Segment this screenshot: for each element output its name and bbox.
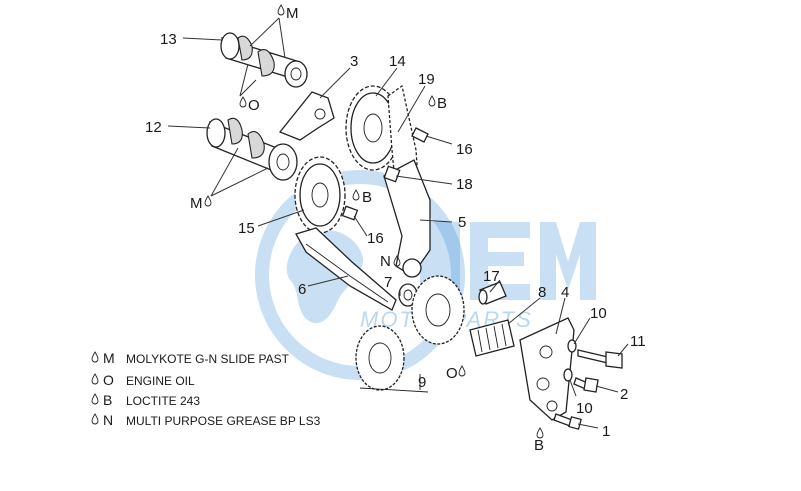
- marker-b-top: B: [437, 95, 447, 112]
- callout-12: 12: [145, 119, 162, 136]
- bolt-11: [577, 349, 623, 369]
- callout-19: 19: [418, 71, 435, 88]
- drop-icon: [393, 255, 401, 267]
- needle-bearing-8: [469, 319, 515, 357]
- drop-icon: [91, 393, 99, 405]
- legend-text: MULTI PURPOSE GREASE BP LS3: [126, 414, 321, 428]
- callout-8: 8: [538, 284, 546, 301]
- camshaft-12: [206, 117, 298, 181]
- callout-16-lower: 16: [367, 230, 384, 247]
- drop-icon: [458, 365, 466, 377]
- callout-10-upper: 10: [590, 305, 607, 322]
- legend: M MOLYKOTE G-N SLIDE PAST O ENGINE OIL B…: [91, 350, 321, 428]
- marker-b-low: B: [534, 437, 544, 454]
- drop-icon: [536, 427, 544, 439]
- support-plate-4: [519, 317, 575, 421]
- compound-markers: M O B M B N O B: [190, 5, 544, 454]
- callout-9: 9: [418, 374, 426, 391]
- drop-icon: [277, 4, 285, 16]
- legend-text: LOCTITE 243: [126, 394, 200, 408]
- legend-symbol: N: [103, 412, 113, 428]
- callout-6: 6: [298, 281, 306, 298]
- legend-row: O ENGINE OIL: [91, 372, 195, 388]
- callout-11: 11: [630, 333, 646, 350]
- chain-tensioner-5: [383, 159, 431, 278]
- callout-3: 3: [350, 53, 358, 70]
- sprocket-14: [345, 85, 401, 171]
- callout-18: 18: [456, 176, 473, 193]
- marker-b-mid: B: [362, 189, 372, 206]
- gear-9: [355, 275, 465, 393]
- camshaft-13: [220, 32, 308, 88]
- marker-o-top: O: [248, 97, 260, 114]
- legend-symbol: B: [103, 392, 112, 408]
- bolt-2: [573, 377, 599, 393]
- marker-n-mid: N: [380, 253, 391, 270]
- callout-17: 17: [483, 268, 500, 285]
- drop-icon: [352, 189, 360, 201]
- drop-icon: [204, 195, 212, 207]
- marker-m-left: M: [190, 195, 203, 212]
- legend-text: ENGINE OIL: [126, 374, 195, 388]
- callout-4: 4: [561, 284, 569, 301]
- screw-16-upper: [411, 127, 429, 143]
- callout-10-lower: 10: [576, 400, 593, 417]
- callout-13: 13: [160, 31, 177, 48]
- chain-guide-6: [295, 227, 397, 311]
- sprocket-15: [294, 156, 346, 234]
- callout-14: 14: [389, 53, 406, 70]
- legend-text: MOLYKOTE G-N SLIDE PAST: [126, 352, 290, 366]
- drop-icon: [239, 96, 247, 108]
- drop-icons: [204, 4, 544, 439]
- marker-m-top: M: [286, 5, 299, 22]
- drop-icon: [91, 413, 99, 425]
- legend-row: N MULTI PURPOSE GREASE BP LS3: [91, 412, 321, 428]
- leader-lines: [167, 17, 629, 429]
- callout-15: 15: [238, 220, 255, 237]
- callout-2: 2: [620, 386, 628, 403]
- bushing-17: [478, 281, 507, 305]
- legend-symbol: M: [103, 350, 115, 366]
- washer-10-upper: [567, 339, 577, 353]
- callout-5: 5: [458, 214, 466, 231]
- drop-icon: [91, 351, 99, 363]
- washer-10-lower: [563, 368, 573, 382]
- callout-1: 1: [602, 423, 610, 440]
- rocker-arm-3: [278, 91, 335, 141]
- legend-symbol: O: [103, 372, 114, 388]
- callout-16-upper: 16: [456, 141, 473, 158]
- drop-icon: [428, 95, 436, 107]
- legend-row: M MOLYKOTE G-N SLIDE PAST: [91, 350, 290, 366]
- bolt-1: [553, 413, 582, 430]
- legend-row: B LOCTITE 243: [91, 392, 200, 408]
- callout-7: 7: [384, 274, 392, 291]
- marker-o-low: O: [446, 365, 458, 382]
- callouts: 13 12 3 14 19 16 18 5 15 16 6 7 17 8 4 1…: [145, 31, 646, 440]
- drop-icon: [91, 373, 99, 385]
